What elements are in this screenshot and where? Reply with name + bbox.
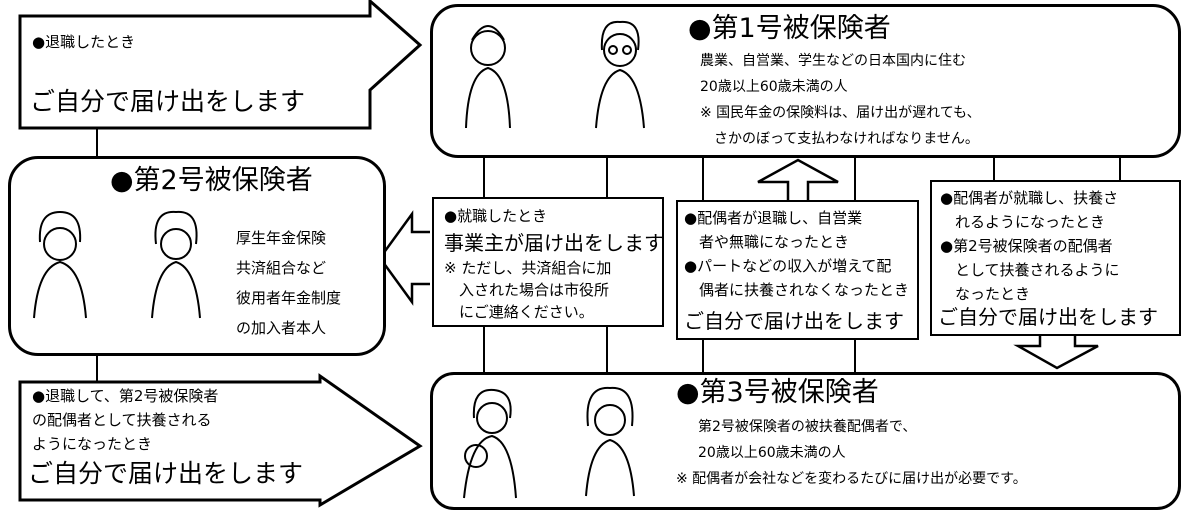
spouse-dependent-box (930, 180, 1181, 336)
type1-title: ●第1号被保険者 (688, 13, 891, 44)
arrow-right-top (18, 0, 423, 130)
type2-title: ●第2号被保険者 (110, 165, 313, 196)
spouse-change-line-3: ●パートなどの収入が増えて配 (684, 257, 892, 275)
arrow-right-bottom (18, 373, 423, 508)
spouse-dependent-line-4: として扶養されるように (940, 261, 1120, 279)
woman-glasses-illustration (595, 20, 645, 129)
type3-line-3: ※ 配偶者が会社などを変わるたびに届け出が必要です。 (676, 471, 1027, 487)
retire-spouse-line-3: ようになったとき (32, 435, 153, 453)
spouse-change-box (676, 200, 919, 340)
employment-note-3: にご連絡ください。 (444, 303, 594, 321)
employment-note-1: ※ ただし、共済組合に加 (444, 259, 612, 277)
mother-child-illustration (463, 388, 517, 499)
employment-box (432, 197, 664, 327)
employment-action: 事業主が届け出をします (444, 231, 664, 255)
employment-heading: ●就職したとき (444, 207, 548, 225)
spouse-change-line-4: 偶者に扶養されなくなったとき (684, 281, 910, 299)
arrow-left-to-type2 (378, 210, 430, 306)
spouse-dependent-line-3: ●第2号被保険者の配偶者 (940, 237, 1113, 255)
spouse-dependent-line-1: ●配偶者が就職し、扶養さ (940, 189, 1119, 207)
type3-title: ●第3号被保険者 (676, 377, 879, 408)
spouse-dependent-line-2: れるようになったとき (940, 213, 1106, 231)
type2-line-1: 厚生年金保険 (236, 229, 327, 247)
spouse-dependent-action: ご自分で届け出をします (938, 305, 1158, 329)
type2-line-4: の加入者本人 (236, 319, 327, 337)
woman-curly-hair-illustration (585, 386, 635, 497)
worker-woman-illustration (151, 210, 201, 319)
spouse-change-line-2: 者や無職になったとき (684, 233, 850, 251)
retire-spouse-line-2: の配偶者として扶養される (32, 411, 212, 429)
retire-spouse-action: ご自分で届け出をします (28, 459, 304, 488)
type3-line-1: 第2号被保険者の被扶養配偶者で、 (698, 419, 917, 435)
type3-box (430, 372, 1181, 510)
retire-heading: ●退職したとき (32, 33, 136, 51)
type1-line-1: 農業、自営業、学生などの日本国内に住む (700, 53, 966, 69)
type2-line-2: 共済組合など (236, 259, 327, 277)
arrow-down-to-type3 (1013, 336, 1099, 370)
retire-spouse-line-1: ●退職して、第2号被保険者 (32, 387, 219, 405)
type1-line-3: ※ 国民年金の保険料は、届け出が遅れても、 (700, 105, 981, 121)
type2-line-3: 彼用者年金制度 (236, 289, 342, 307)
type1-line-4: さかのぼって支払わなければなりません。 (700, 131, 979, 147)
farmer-man-illustration (465, 25, 511, 129)
spouse-change-line-1: ●配偶者が退職し、自営業 (684, 209, 863, 227)
spouse-change-action: ご自分で届け出をします (684, 309, 904, 333)
connector-lines (96, 128, 1121, 382)
spouse-dependent-line-5: なったとき (940, 285, 1031, 303)
arrow-up-to-type1 (757, 158, 839, 228)
worker-man-illustration (33, 210, 87, 319)
employment-note-2: 入された場合は市役所 (444, 281, 610, 299)
type1-box (430, 4, 1181, 158)
retire-action: ご自分で届け出をします (30, 87, 306, 116)
type1-line-2: 20歳以上60歳未満の人 (700, 79, 848, 95)
type3-line-2: 20歳以上60歳未満の人 (698, 445, 846, 461)
